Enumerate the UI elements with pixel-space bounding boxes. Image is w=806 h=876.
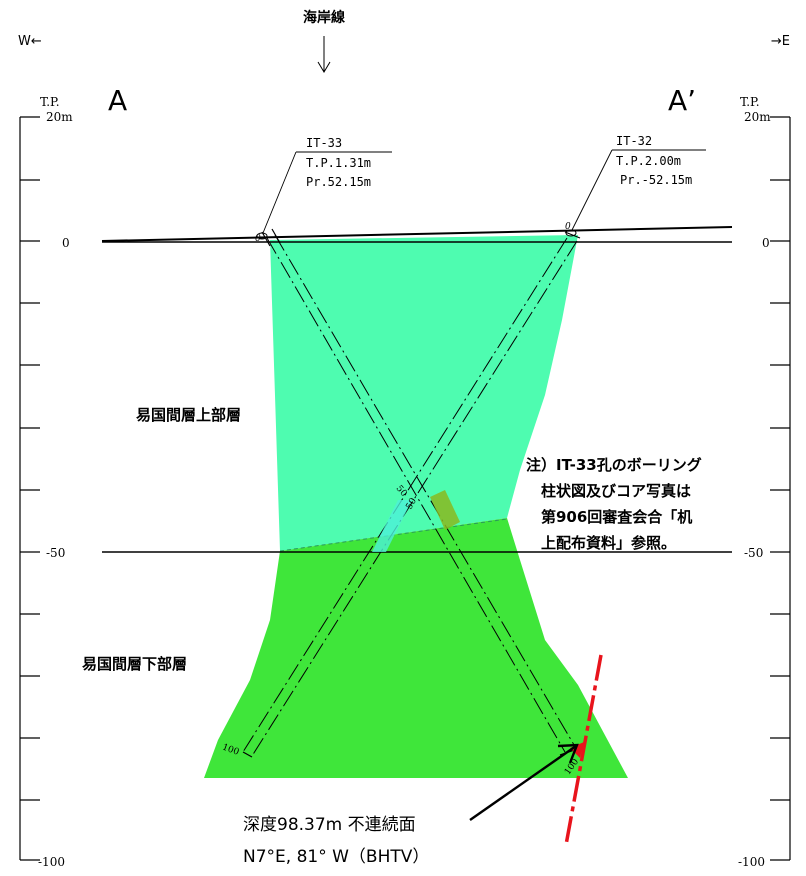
- right-tick-minus50: -50: [744, 546, 763, 560]
- left-tick-minus50: -50: [46, 546, 65, 560]
- upper-layer-fill: [270, 235, 578, 551]
- it32-top-mark: 0: [565, 222, 571, 232]
- callout-arrow-head: [557, 743, 579, 764]
- left-scale: [19, 116, 40, 861]
- callout-line-1: 深度98.37m 不連続面: [243, 815, 416, 835]
- it32-depth: Pr.-52.15m: [620, 173, 692, 187]
- it33-elevation: T.P.1.31m: [306, 156, 371, 170]
- note-line-1: 注）IT-33孔のボーリング: [526, 456, 702, 474]
- callout-line-2: N7°E, 81° W（BHTV）: [243, 847, 429, 867]
- it33-top-mark: 0: [255, 234, 261, 244]
- it33-leader-slant: [262, 151, 297, 234]
- west-direction-label: W←: [18, 34, 42, 49]
- right-tick-0: 0: [762, 236, 770, 250]
- left-axis-top-value: 20m: [46, 110, 73, 124]
- east-direction-label: →E: [771, 34, 790, 49]
- callout-arrow-shaft: [469, 745, 577, 821]
- note-line-3: 第906回審査会合「机: [541, 508, 692, 526]
- it32-name: IT-32: [616, 134, 652, 148]
- left-tick-minus100: -100: [38, 855, 65, 869]
- left-tick-0: 0: [62, 236, 70, 250]
- it33-name: IT-33: [306, 136, 342, 150]
- it32-leader-slant: [571, 149, 613, 231]
- discontinuity-marker: [570, 742, 584, 758]
- ground-surface-line: [101, 226, 733, 242]
- borehole-collar-it32: [565, 229, 577, 237]
- section-start-label: A: [108, 84, 127, 117]
- discontinuity-plane-line: [564, 654, 603, 846]
- borehole-it33: [261, 228, 581, 756]
- note-line-4: 上配布資料」参照。: [541, 534, 676, 552]
- right-scale: [770, 116, 791, 861]
- coastline-label: 海岸線: [303, 9, 345, 26]
- right-axis-title: T.P.: [740, 95, 760, 109]
- right-axis-top-value: 20m: [744, 110, 771, 124]
- it33-depth: Pr.52.15m: [306, 175, 371, 189]
- note-line-2: 柱状図及びコア写真は: [541, 482, 691, 500]
- right-tick-minus100: -100: [738, 855, 765, 869]
- section-end-label: A’: [668, 84, 696, 117]
- left-axis-title: T.P.: [40, 95, 60, 109]
- upper-layer-label: 易国間層上部層: [136, 406, 241, 424]
- borehole-it32: [242, 231, 581, 758]
- it32-elevation: T.P.2.00m: [616, 154, 681, 168]
- lower-layer-label: 易国間層下部層: [82, 655, 187, 673]
- borehole-collar-it33: [256, 232, 268, 240]
- lower-layer-fill: [204, 518, 628, 778]
- coastline-arrow-head: [317, 61, 331, 73]
